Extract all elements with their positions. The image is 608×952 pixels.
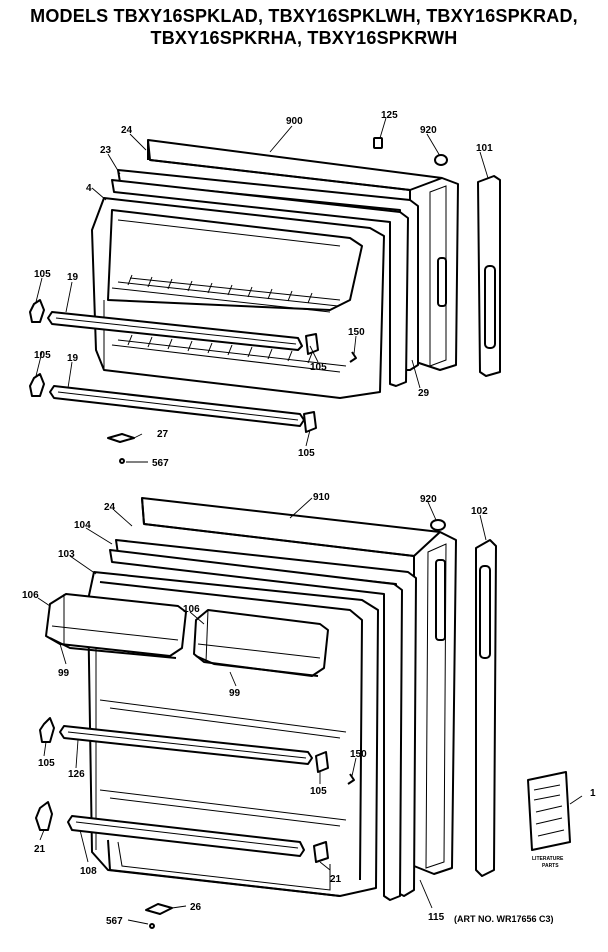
callout-99-a: 99 xyxy=(58,668,70,679)
callout-29: 29 xyxy=(418,388,430,399)
top-bracket-27 xyxy=(107,433,135,443)
callout-900: 900 xyxy=(286,116,303,127)
bottom-door-outer-panel xyxy=(141,497,457,875)
callout-101: 101 xyxy=(476,143,493,154)
top-screw-567 xyxy=(119,458,125,464)
top-shelf-support-left-upper xyxy=(29,299,45,323)
bottom-shelf-support-left-lower xyxy=(35,801,53,831)
callout-19-b: 19 xyxy=(67,353,79,364)
top-door-liner xyxy=(91,197,385,399)
callout-24: 24 xyxy=(121,125,133,136)
bottom-bin-rail-right xyxy=(195,655,319,677)
bottom-shelf-support-right-upper xyxy=(315,751,329,773)
bottom-shelf-support-left-upper xyxy=(39,717,55,743)
callout-105-b: 105 xyxy=(34,350,51,361)
callout-115: 115 xyxy=(428,912,445,923)
callout-150: 150 xyxy=(348,327,365,338)
callout-99-b: 99 xyxy=(229,688,241,699)
top-shelf-bar-upper xyxy=(47,311,303,351)
literature-parts-booklet: LITERATURE PARTS xyxy=(527,771,571,869)
top-leader-lines xyxy=(35,117,489,463)
top-plug-920 xyxy=(434,154,448,166)
callout-150-b: 150 xyxy=(350,749,367,760)
callout-1: 1 xyxy=(590,788,596,799)
callout-4: 4 xyxy=(86,183,92,194)
top-door-gasket xyxy=(111,169,419,387)
callout-103: 103 xyxy=(58,549,75,560)
callout-567-b: 567 xyxy=(106,916,123,927)
art-number: (ART NO. WR17656 C3) xyxy=(454,914,554,924)
top-shelf-support-right-lower xyxy=(303,411,317,433)
bottom-plug-920 xyxy=(430,519,446,531)
top-handle-101 xyxy=(477,175,501,377)
bottom-bin-rail-left xyxy=(49,637,177,659)
top-screw-150 xyxy=(349,351,357,363)
bottom-door-assembly: LITERATURE PARTS xyxy=(35,497,571,929)
callout-105-d: 105 xyxy=(298,448,315,459)
bottom-leader-lines xyxy=(37,497,583,925)
top-callouts: 900 125 920 101 24 23 4 105 19 105 19 15… xyxy=(34,110,493,469)
literature-caption-line-1: LITERATURE xyxy=(532,856,564,862)
bottom-shelf-bar-lower xyxy=(67,815,305,857)
callout-19-a: 19 xyxy=(67,272,79,283)
callout-920-b: 920 xyxy=(420,494,437,505)
callout-27: 27 xyxy=(157,429,169,440)
top-shelf-support-left-lower xyxy=(29,373,45,397)
top-door-outer-panel xyxy=(147,139,459,371)
callout-910: 910 xyxy=(313,492,330,503)
callout-567: 567 xyxy=(152,458,169,469)
callout-105-e: 105 xyxy=(38,758,55,769)
callout-21-a: 21 xyxy=(34,844,46,855)
callout-21-b: 21 xyxy=(330,874,342,885)
bottom-handle-102 xyxy=(475,539,497,877)
callout-102: 102 xyxy=(471,506,488,517)
callout-920: 920 xyxy=(420,125,437,136)
bottom-shelf-support-right-lower xyxy=(313,841,329,863)
top-part-125 xyxy=(373,137,383,149)
callout-126: 126 xyxy=(68,769,85,780)
bottom-screw-150 xyxy=(347,773,355,785)
callout-108: 108 xyxy=(80,866,97,877)
callout-26: 26 xyxy=(190,902,202,913)
bottom-door-gasket xyxy=(109,539,417,901)
callout-23: 23 xyxy=(100,145,112,156)
bottom-bracket-26 xyxy=(145,903,173,915)
callout-106-b: 106 xyxy=(183,604,200,615)
top-shelf-bar-lower xyxy=(49,385,305,427)
diagram-title-line-2: TBXY16SPKRHA, TBXY16SPKRWH xyxy=(150,28,458,48)
callout-125: 125 xyxy=(381,110,398,121)
diagram-title-line-1: MODELS TBXY16SPKLAD, TBXY16SPKLWH, TBXY1… xyxy=(30,6,578,26)
top-shelf-support-right-upper xyxy=(305,333,319,355)
literature-caption-line-2: PARTS xyxy=(542,863,559,869)
callout-24-b: 24 xyxy=(104,502,116,513)
callout-104: 104 xyxy=(74,520,91,531)
callout-105-a: 105 xyxy=(34,269,51,280)
bottom-shelf-bar-upper xyxy=(59,725,313,765)
bottom-callouts: 910 920 102 24 104 103 106 106 99 99 105… xyxy=(22,492,596,927)
bottom-screw-567 xyxy=(149,923,155,929)
callout-105-c: 105 xyxy=(310,362,327,373)
callout-105-f: 105 xyxy=(310,786,327,797)
callout-106-a: 106 xyxy=(22,590,39,601)
top-door-assembly xyxy=(29,137,501,464)
